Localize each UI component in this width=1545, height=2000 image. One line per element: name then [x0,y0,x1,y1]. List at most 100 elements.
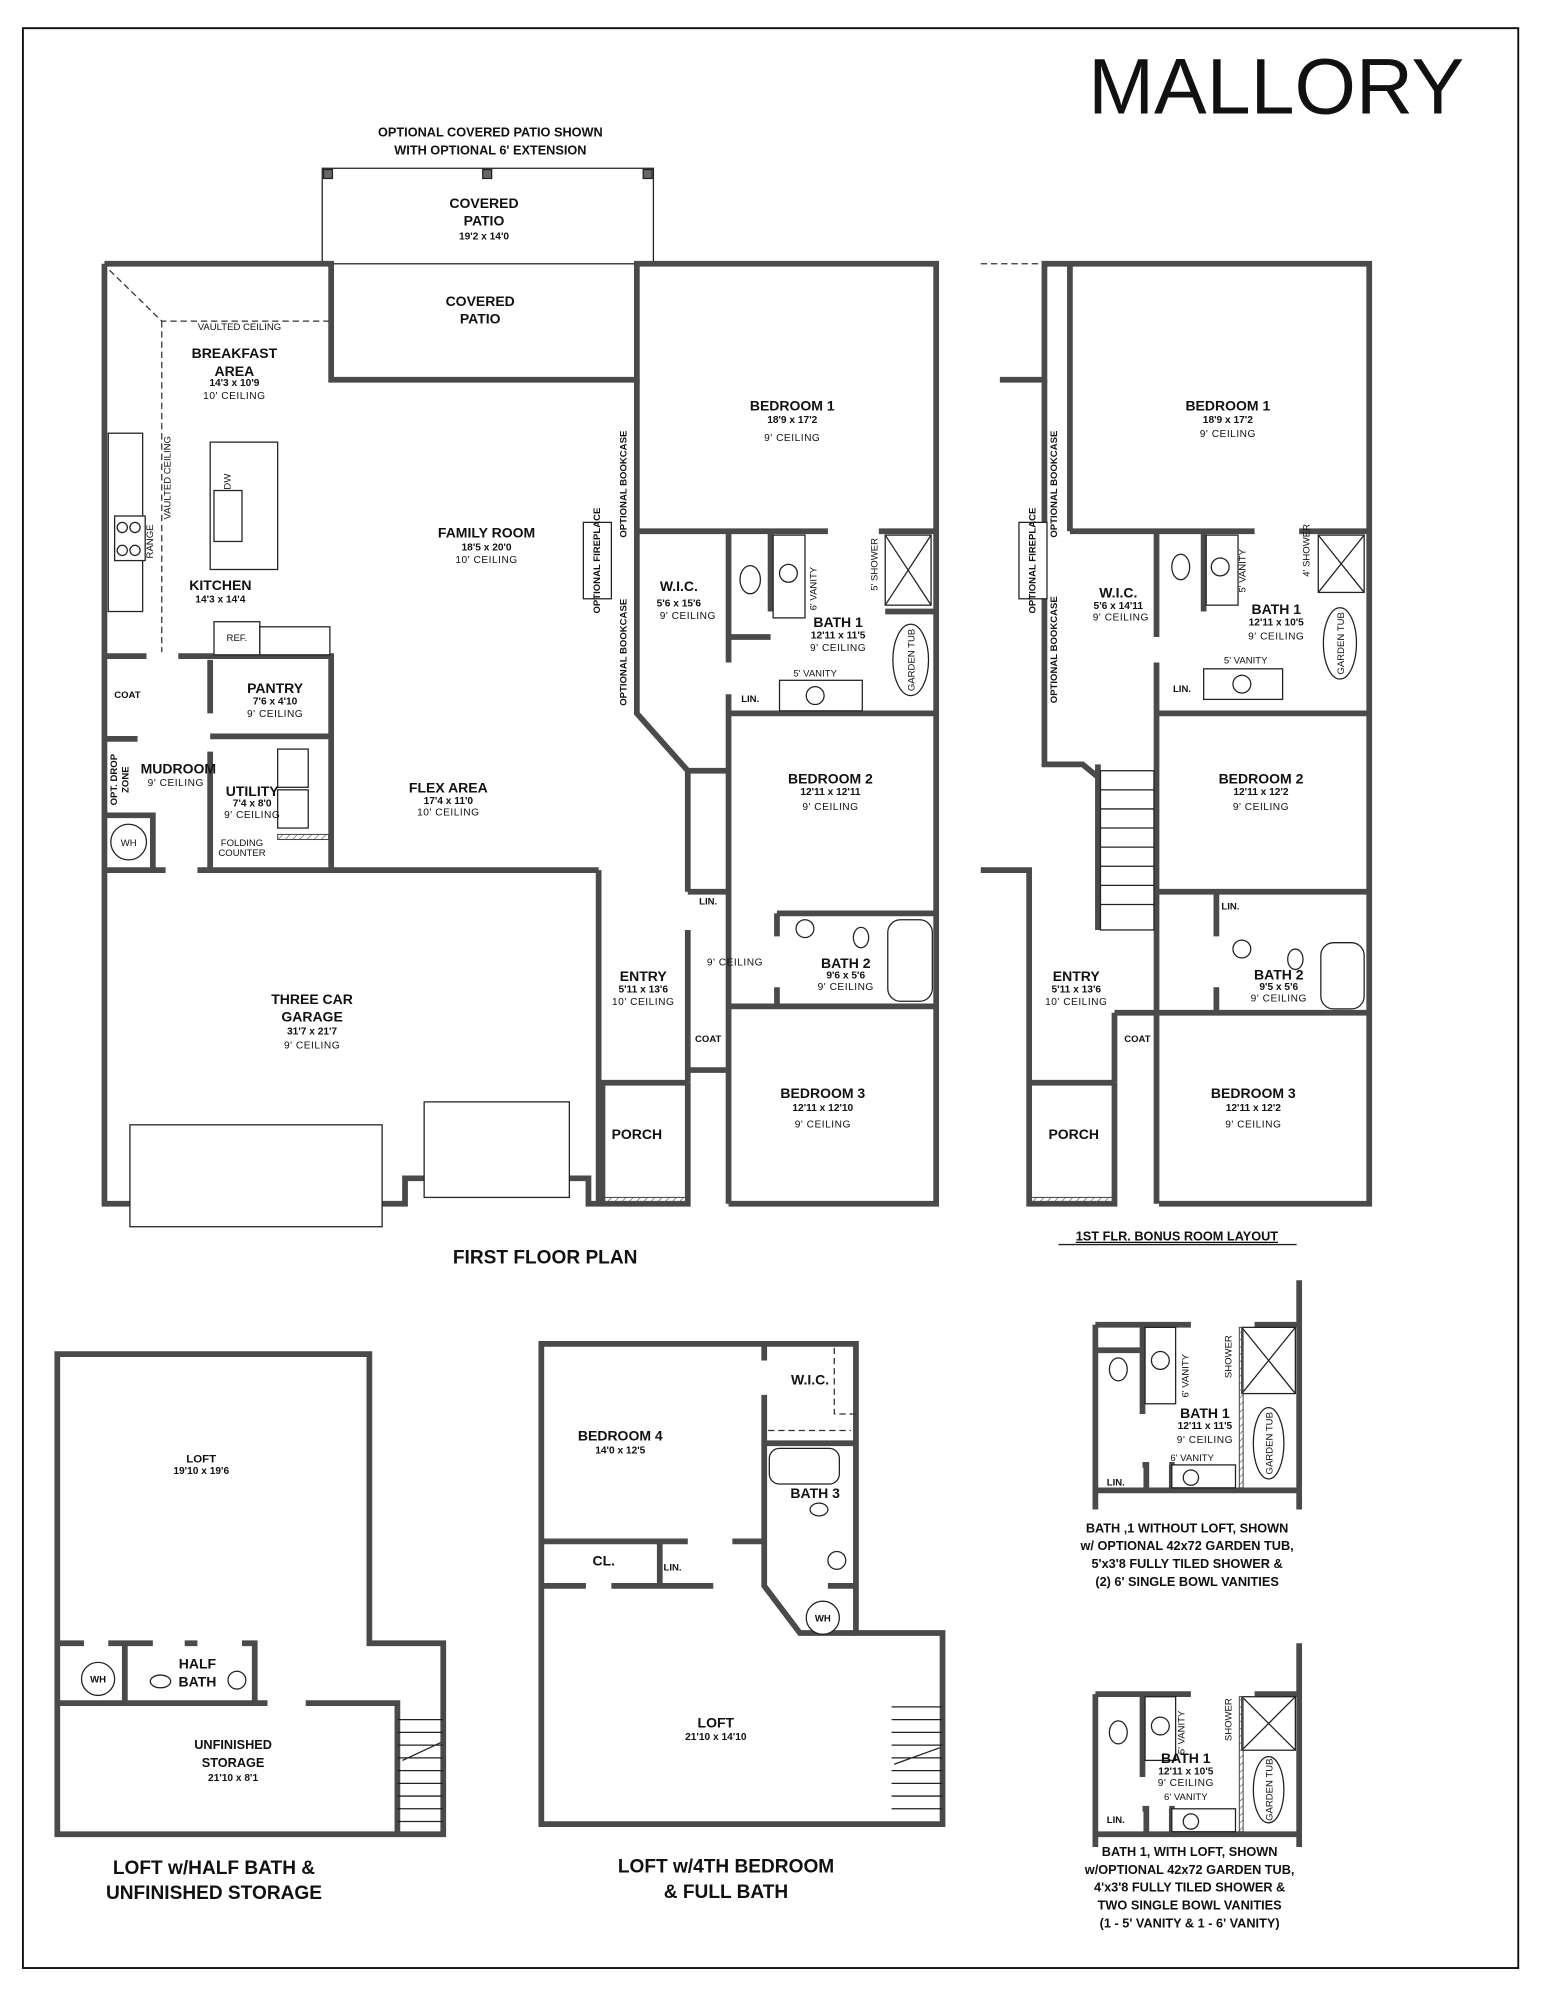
bath-2-label: BATH 2 [821,955,871,971]
loft-dims: 21'10 x 14'10 [685,1732,747,1743]
option-caption: TWO SINGLE BOWL VANITIES [1098,1897,1282,1912]
flex-area-dims: 17'4 x 11'0 [424,796,474,807]
porch-label: PORCH [612,1126,663,1142]
optional-patio-label: PATIO [464,213,505,229]
sink [227,1670,247,1690]
sink [795,919,815,939]
garage-label: THREE CAR [271,991,353,1007]
sink [778,563,798,583]
bonus-layout-caption: 1ST FLR. BONUS ROOM LAYOUT [1076,1229,1279,1244]
vaulted-ceiling-vertical: VAULTED CEILING [163,436,174,519]
bath-1-ceiling: 9' CEILING [1158,1778,1214,1789]
mudroom-label: MUDROOM [141,760,216,776]
toilet [149,1674,172,1689]
bedroom-3-dims: 12'11 x 12'2 [1226,1103,1282,1114]
loft-bedroom-plan: WH BEDROOM 4 14'0 x 12'5 W.I.C. BATH 3 C… [538,1341,946,1903]
utility-ceiling: 9' CEILING [224,810,280,821]
bath-1-vanity-label: 5' VANITY [1238,548,1249,592]
porch-hatch [1028,1196,1115,1205]
loft-bedroom-caption: & FULL BATH [664,1882,788,1903]
ref-label: REF. [227,633,248,644]
interior-walls [541,1343,856,1636]
bath-1-vanity-label: 5' VANITY [1224,656,1268,667]
wic-dims: 5'6 x 15'6 [657,598,702,609]
bedroom-2-label: BEDROOM 2 [788,770,873,786]
bath-1-dims: 12'11 x 10'5 [1158,1766,1214,1777]
optional-fireplace [1018,521,1048,600]
first-floor-caption: FIRST FLOOR PLAN [453,1248,638,1269]
porch-hatch [601,1196,689,1205]
toilet [1171,553,1191,581]
garden-tub-label: GARDEN TUB [1264,1412,1275,1474]
bath-with-loft-option: 5' VANITY SHOWER GARDEN TUB BATH 1 12'11… [1084,1643,1303,1930]
washer [277,748,309,788]
wic-label: W.I.C. [660,578,698,594]
pantry-ceiling: 9' CEILING [247,709,303,720]
garden-tub-label: GARDEN TUB [907,629,918,691]
patio-note-line-2: WITH OPTIONAL 6' EXTENSION [394,142,586,157]
flex-area-ceiling: 10' CEILING [417,807,479,818]
bathtub [1320,942,1365,1010]
shower-tile-wall [1238,1696,1244,1833]
wh-label: WH [90,1675,106,1686]
shower-label: SHOWER [1224,1698,1235,1741]
bath-1-ceiling: 9' CEILING [1248,632,1304,643]
folding-counter-label: COUNTER [218,848,265,859]
bath-1-ceiling: 9' CEILING [810,643,866,654]
optional-fireplace-label: OPTIONAL FIREPLACE [592,508,603,614]
optional-bookcase-label: OPTIONAL BOOKCASE [1049,596,1060,703]
bedroom-3-ceiling: 9' CEILING [795,1119,851,1130]
breakfast-area-dims: 14'3 x 10'9 [209,378,259,389]
bath-1-label: BATH 1 [813,614,863,630]
loft-dims: 19'10 x 19'6 [173,1466,229,1477]
wh-label: WH [121,838,137,849]
garden-tub [892,623,930,697]
optional-fireplace-label: OPTIONAL FIREPLACE [1028,508,1039,614]
vanity-label: 6' VANITY [1170,1453,1214,1464]
bath-3-label: BATH 3 [790,1485,840,1501]
storage-label: STORAGE [202,1755,265,1770]
toilet [1108,1357,1128,1382]
loft-label: LOFT [186,1453,216,1465]
garage-label: GARAGE [281,1009,342,1025]
hall-linen-label: LIN. [1221,902,1239,913]
bedroom-3-ceiling: 9' CEILING [1225,1119,1281,1130]
drop-zone-label: ZONE [121,766,132,793]
bedroom-3-label: BEDROOM 3 [780,1085,865,1101]
wic-ceiling: 9' CEILING [660,611,716,622]
sink [1210,557,1230,577]
flex-area-label: FLEX AREA [409,779,488,795]
bath-1-vanity-label: 5' VANITY [793,668,837,679]
bedroom-4-dims: 14'0 x 12'5 [595,1445,645,1456]
sheet-border [21,27,1520,1969]
option-caption: 4'x3'8 FULLY TILED SHOWER & [1094,1880,1285,1895]
garage-door-double [129,1124,383,1228]
bathtub [768,1447,841,1485]
loft-half-bath-plan: WH LOFT 19'10 x 19'6 HALF BATH UNFINISHE… [54,1351,447,1904]
linen-closet-label: LIN. [663,1563,681,1574]
vanity-label: 6' VANITY [1180,1353,1191,1397]
wic-ceiling: 9' CEILING [1093,612,1149,623]
sink [1182,1469,1200,1486]
bedroom-3-dims: 12'11 x 12'10 [792,1103,853,1114]
bedroom-2-ceiling: 9' CEILING [802,802,858,813]
pantry-dims: 7'6 x 4'10 [253,697,298,708]
bedroom-2-ceiling: 9' CEILING [1233,802,1289,813]
garden-tub [1252,1755,1285,1824]
vanity-label: 5' VANITY [1177,1710,1188,1754]
toilet [1108,1720,1128,1745]
sink [1150,1716,1170,1736]
coat-closet-label: COAT [114,690,141,701]
optional-bookcase-label: OPTIONAL BOOKCASE [619,599,630,706]
sink [805,686,825,706]
dishwasher-label: DW [223,474,234,490]
bath-2-dims: 9'5 x 5'6 [1259,982,1298,993]
entry-dims: 5'11 x 13'6 [1052,984,1102,995]
range-label: RANGE [145,524,156,558]
sink [1182,1813,1200,1830]
option-caption: w/ OPTIONAL 42x72 GARDEN TUB, [1079,1538,1293,1553]
option-caption: (2) 6' SINGLE BOWL VANITIES [1095,1574,1278,1589]
loft-label: LOFT [698,1714,735,1730]
hall-ceiling: 9' CEILING [707,958,763,969]
bath-2-ceiling: 9' CEILING [818,982,874,993]
